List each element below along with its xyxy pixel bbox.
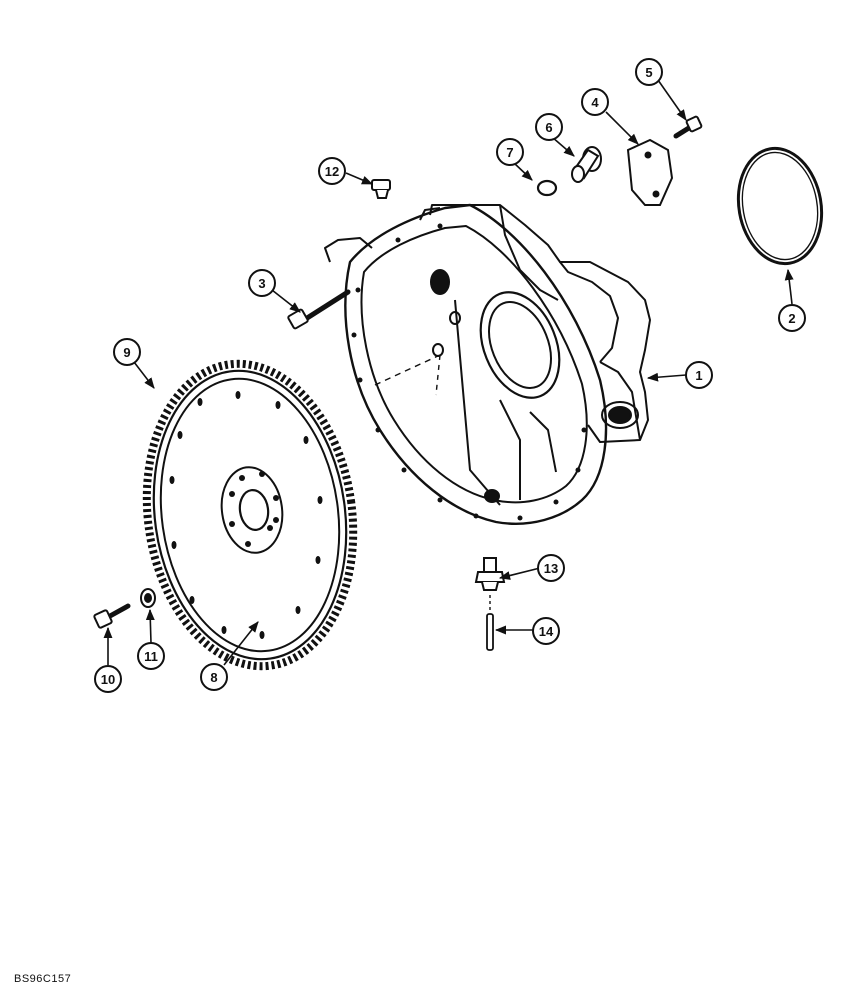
leader-1 [646,372,687,382]
callout-12: 12 [318,157,346,185]
callout-13: 13 [537,554,565,582]
plug-6 [571,146,602,183]
svg-text:4: 4 [591,95,599,110]
washer-11 [140,588,156,608]
flywheel-housing [324,203,651,525]
leader-9 [133,361,155,389]
svg-text:13: 13 [544,561,558,576]
cover-plate [626,138,674,206]
callout-7: 7 [496,138,524,166]
callout-5: 5 [635,58,663,86]
svg-text:9: 9 [123,345,130,360]
svg-text:1: 1 [695,368,702,383]
callout-3: 3 [248,269,276,297]
bolt-10 [93,603,131,629]
callout-9: 9 [113,338,141,366]
callout-4: 4 [581,88,609,116]
svg-text:5: 5 [645,65,652,80]
callouts: 1 2 3 4 5 6 7 8 [94,58,806,693]
figure-id: BS96C157 [14,973,72,985]
bolt-3 [287,289,351,330]
leader-8 [223,621,259,666]
leader-7 [513,162,533,181]
leader-5 [657,79,687,121]
o-ring-7 [536,179,558,197]
leader-lines [103,79,794,666]
svg-text:11: 11 [144,649,158,664]
svg-text:8: 8 [210,670,217,685]
leader-11 [145,608,155,644]
callout-6: 6 [535,113,563,141]
callout-14: 14 [532,617,560,645]
svg-text:3: 3 [258,276,265,291]
drain-plug-13 [474,557,506,591]
callout-1: 1 [685,361,713,389]
callout-10: 10 [94,665,122,693]
leader-2 [784,268,794,305]
leader-6 [551,136,575,157]
pin-14 [486,595,494,651]
leader-3 [271,289,301,313]
callout-11: 11 [137,642,165,670]
svg-text:10: 10 [101,672,115,687]
plug-12 [371,179,391,199]
flywheel [142,359,358,671]
screw-5 [673,115,703,139]
sealing-ring [736,146,824,266]
leader-12 [345,172,374,185]
svg-text:12: 12 [325,164,339,179]
svg-text:6: 6 [545,120,552,135]
svg-text:14: 14 [539,624,554,639]
svg-text:7: 7 [506,145,513,160]
leader-4 [605,111,639,145]
leader-13 [498,567,541,580]
callout-8: 8 [200,663,228,691]
svg-text:2: 2 [788,311,795,326]
callout-2: 2 [778,304,806,332]
